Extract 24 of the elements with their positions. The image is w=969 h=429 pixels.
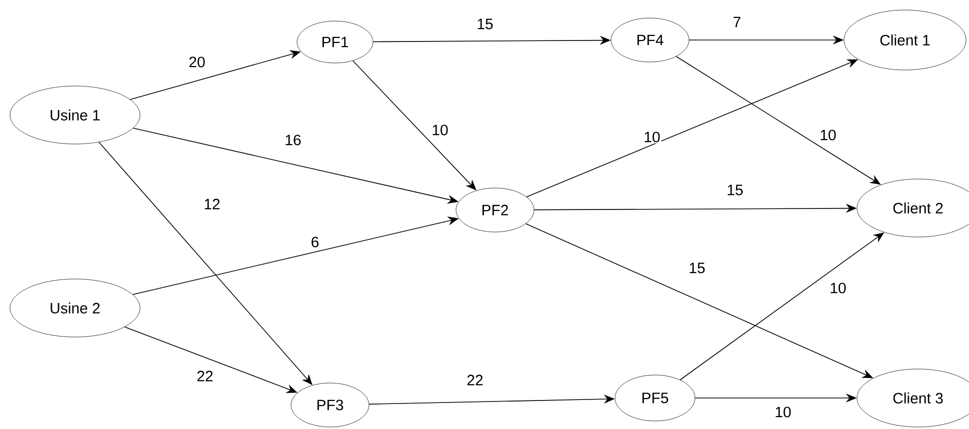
edge-label: 10 [430, 124, 450, 136]
edge-label: 22 [466, 374, 484, 386]
edge-label: 12 [202, 198, 222, 210]
ellipse-node: PF2 [456, 188, 534, 232]
edge-label: 15 [688, 262, 706, 274]
ellipse-node: PF1 [296, 20, 374, 64]
edge-label: 15 [726, 184, 744, 196]
ellipse-node: PF4 [610, 18, 690, 62]
edge-label: 10 [818, 128, 838, 142]
arrow [352, 60, 476, 190]
edge-label: 7 [732, 16, 742, 28]
ellipse-node: Usine 1 [10, 86, 140, 144]
ellipse-node: Usine 2 [10, 278, 140, 338]
edge-label: 16 [284, 134, 302, 146]
edge-label: 20 [188, 56, 206, 68]
edge-label: 22 [196, 370, 214, 382]
edge-label: 15 [476, 18, 494, 30]
edge-label: 6 [310, 236, 320, 248]
edge-label: 10 [642, 130, 662, 144]
ellipse-node: PF5 [614, 374, 696, 422]
edge-label: 10 [774, 406, 792, 418]
ellipse-node: Client 1 [844, 10, 966, 70]
edge-label: 10 [828, 282, 848, 294]
ellipse-node: PF3 [290, 382, 370, 428]
